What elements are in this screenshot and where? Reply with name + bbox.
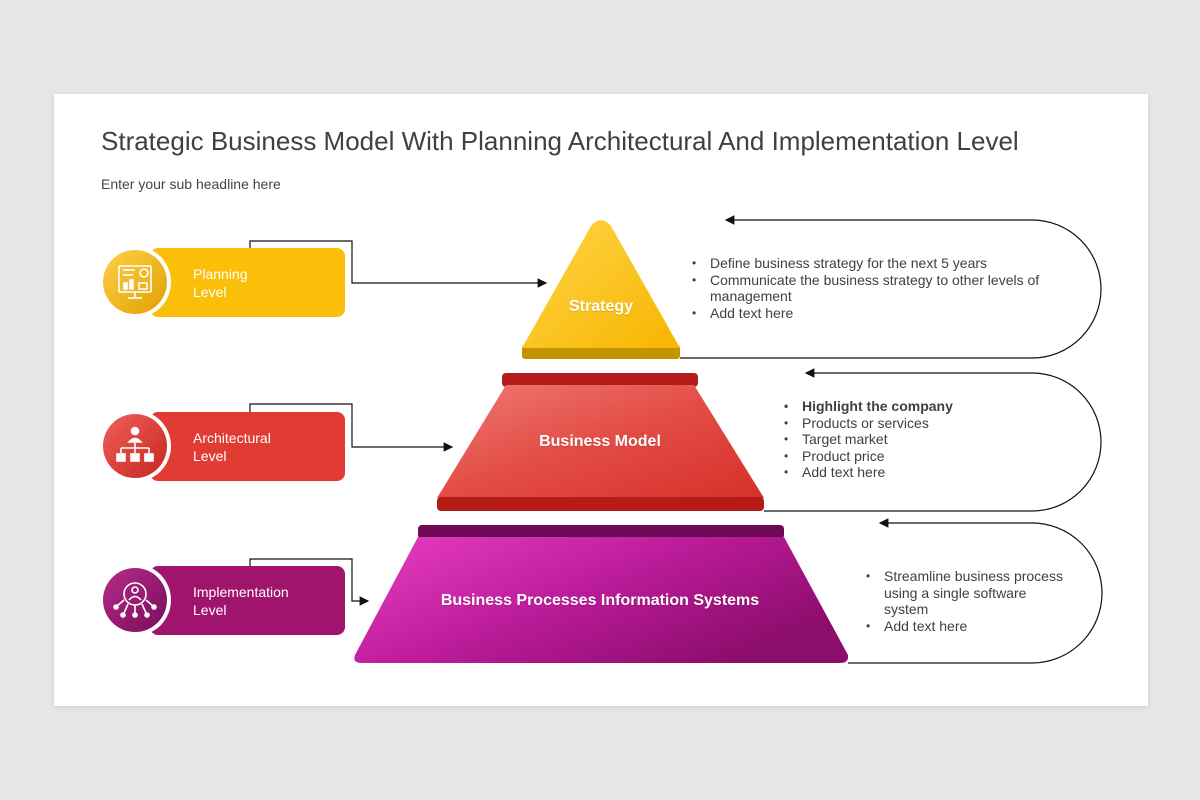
level-label-implementation: Implementation Level	[193, 583, 289, 619]
tier-label-strategy: Strategy	[568, 298, 634, 315]
details-list-business-model: Highlight the company Products or servic…	[782, 398, 1042, 481]
list-item: Highlight the company	[782, 398, 1042, 415]
page-title: Strategic Business Model With Planning A…	[101, 126, 1019, 156]
user-network-icon	[113, 582, 157, 618]
presentation-board-icon	[118, 265, 152, 299]
pyramid-tier-business-model[interactable]	[437, 373, 764, 511]
pyramid-tier-business-processes[interactable]	[354, 525, 849, 663]
list-item: Add text here	[782, 464, 1042, 481]
connector-architectural	[249, 403, 454, 452]
level-label-line2: Level	[193, 448, 227, 464]
level-label-line2: Level	[193, 602, 227, 618]
details-list-business-processes: Streamline business process using a sing…	[864, 568, 1064, 634]
level-pill-implementation[interactable]	[99, 564, 345, 636]
level-pill-architectural[interactable]	[99, 410, 345, 482]
level-label-planning: Planning Level	[193, 265, 248, 301]
list-item: Product price	[782, 448, 1042, 465]
list-item: Target market	[782, 431, 1042, 448]
level-label-line2: Level	[193, 284, 227, 300]
list-item: Streamline business process using a sing…	[864, 568, 1064, 618]
list-item: Products or services	[782, 415, 1042, 432]
connector-implementation	[249, 558, 370, 606]
tier-label-business-model: Business Model	[539, 433, 661, 450]
list-item: Communicate the business strategy to oth…	[690, 272, 1070, 305]
list-item: Add text here	[864, 618, 1064, 635]
feedback-loop-business-model	[764, 368, 1102, 512]
tier-label-business-processes: Business Processes Information Systems	[440, 592, 760, 609]
org-chart-icon	[116, 426, 154, 462]
pyramid-tier-strategy[interactable]	[522, 220, 680, 359]
level-label-line1: Implementation	[193, 584, 289, 600]
level-label-architectural: Architectural Level	[193, 429, 271, 465]
level-label-line1: Architectural	[193, 430, 271, 446]
list-item: Define business strategy for the next 5 …	[690, 255, 1070, 272]
feedback-loop-strategy	[680, 215, 1102, 359]
level-label-line1: Planning	[193, 266, 248, 282]
level-pill-planning[interactable]	[99, 246, 345, 318]
connector-planning	[249, 240, 548, 288]
list-item: Add text here	[690, 305, 1070, 322]
feedback-loop-business-processes	[848, 518, 1103, 664]
details-list-strategy: Define business strategy for the next 5 …	[690, 255, 1070, 321]
page-subtitle: Enter your sub headline here	[101, 176, 281, 192]
